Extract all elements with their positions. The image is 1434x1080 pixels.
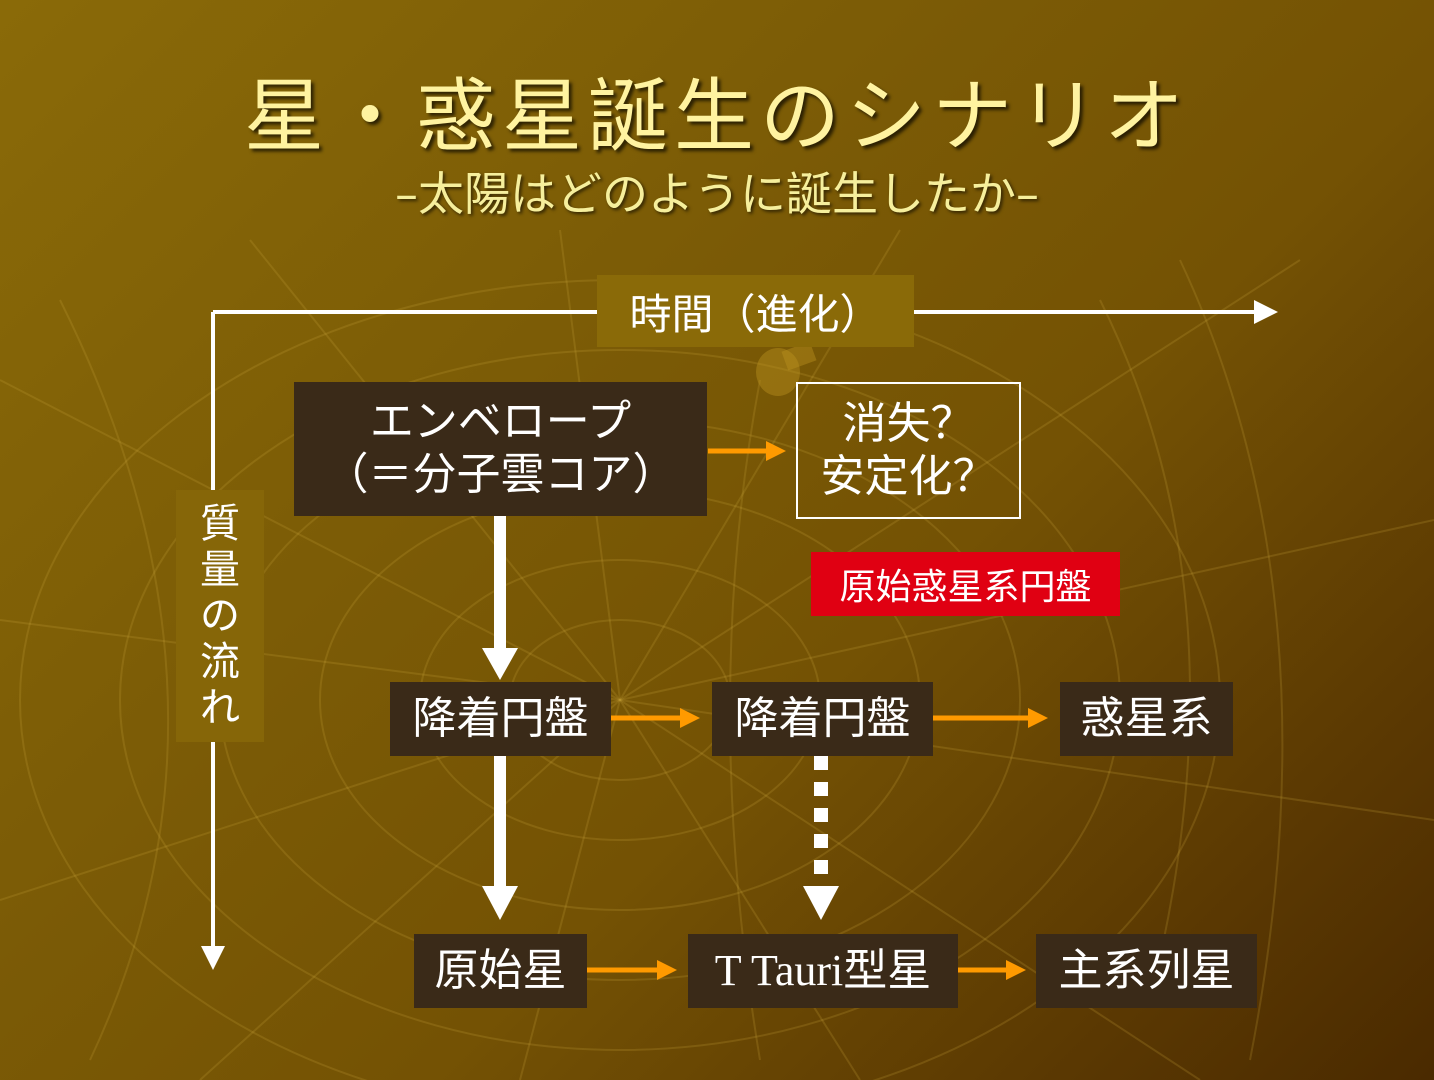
node-planetary-system: 惑星系 <box>1060 682 1233 756</box>
node-accretion-disk-1: 降着円盤 <box>390 682 611 756</box>
mass-label-char: 量 <box>200 547 240 593</box>
protoplanetary-disk-label: 原始惑星系円盤 <box>811 552 1120 616</box>
slide-title: 星・惑星誕生のシナリオ <box>244 70 1190 163</box>
arrow-envelope-to-disk-head <box>482 648 518 680</box>
envelope-line-2: （＝分子雲コア） <box>324 449 677 500</box>
mass-label-char: 質 <box>200 501 240 547</box>
slide-subtitle: –太陽はどのように誕生したか– <box>395 167 1039 221</box>
node-t-tauri-star: T Tauri型星 <box>688 934 958 1008</box>
envelope-line-1: エンベロープ <box>369 396 632 448</box>
mass-axis-label: 質 量 の 流 れ <box>176 490 264 742</box>
vanish-line-2: 安定化？ <box>820 450 997 502</box>
node-vanish-or-stabilize: 消失？ 安定化？ <box>796 382 1021 519</box>
node-accretion-disk-2: 降着円盤 <box>712 682 933 756</box>
node-main-sequence-star: 主系列星 <box>1036 934 1257 1008</box>
node-protostar: 原始星 <box>414 934 587 1008</box>
vanish-line-1: 消失？ <box>842 397 975 449</box>
time-axis-label: 時間（進化） <box>597 275 914 347</box>
mass-label-char: の <box>200 593 240 639</box>
mass-label-char: 流 <box>200 639 240 685</box>
mass-label-char: れ <box>200 685 240 731</box>
arrow-disk-to-protostar-head <box>482 886 518 920</box>
arrow-disk2-to-ttauri-head <box>803 886 839 920</box>
node-envelope: エンベロープ （＝分子雲コア） <box>294 382 707 516</box>
